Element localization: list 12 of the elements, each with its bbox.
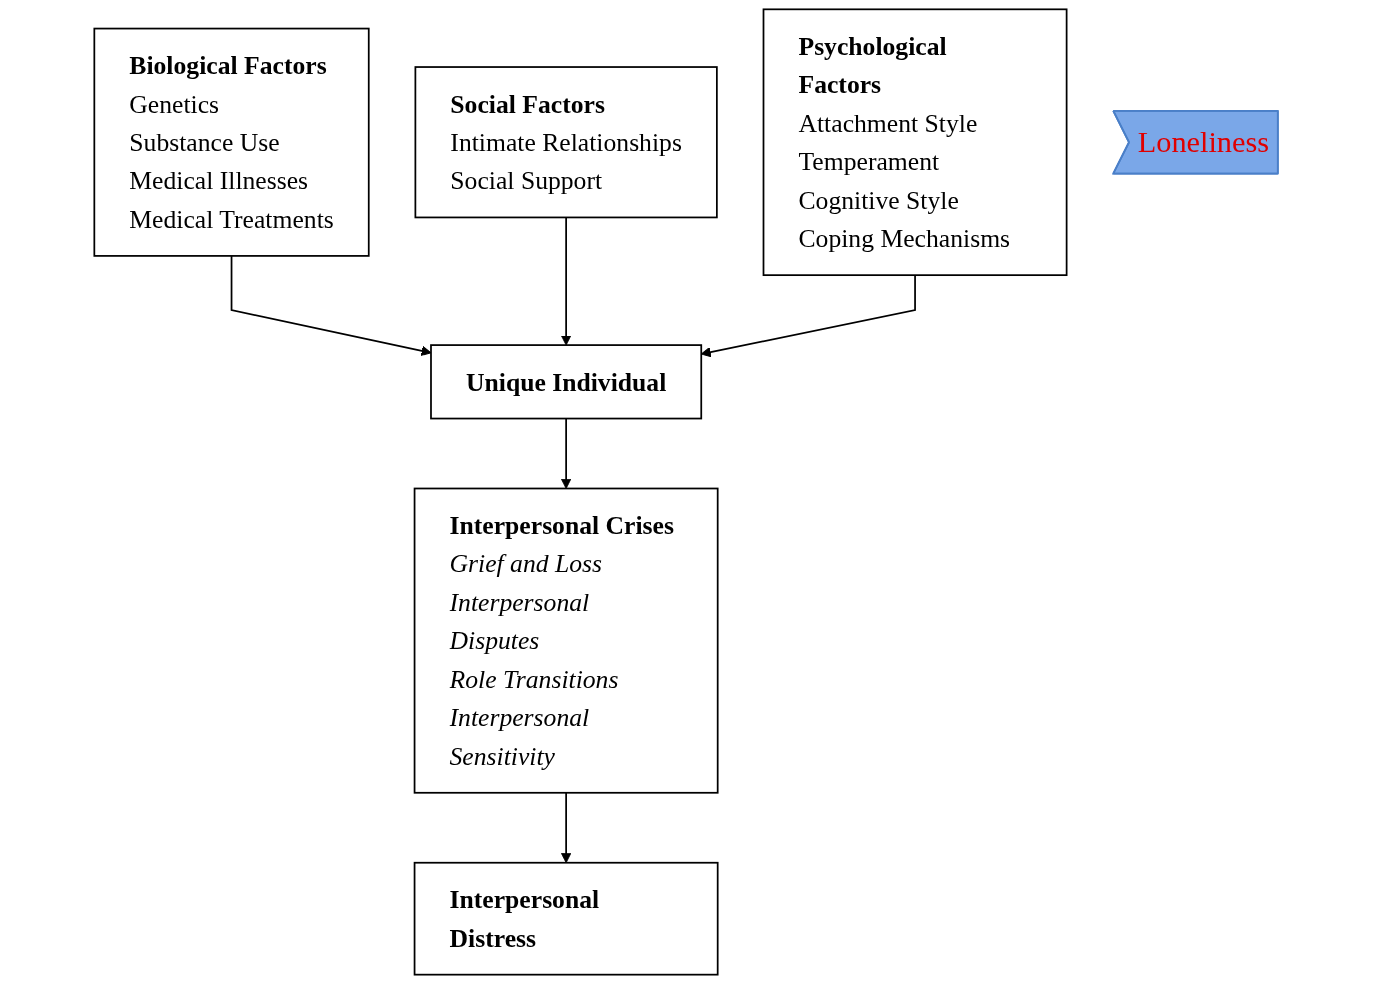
node-box: [414, 487, 719, 794]
arrow: [561, 216, 572, 346]
node-box: [414, 66, 719, 219]
node-box: [414, 861, 719, 976]
arrow: [701, 274, 917, 358]
flowchart: Biological Factors Genetics Substance Use Medical Illnesses Medical Treatments Social Factors Intimate Relationships Social Support Psychological Factors Attachment Style Temperament Cognitive Style Coping Mechanisms Unique Individual Interpersonal Crises Grief and Loss Interpersonal Disputes Role Transitions Interpersonal Sensitivity Loneliness Interpersonal Distress: [85, 0, 1288, 984]
node-box: [763, 8, 1068, 276]
arrow: [561, 791, 572, 864]
node-box: [430, 344, 703, 420]
arrow: [231, 255, 432, 356]
node-box: [93, 27, 371, 257]
arrow: [561, 417, 572, 489]
